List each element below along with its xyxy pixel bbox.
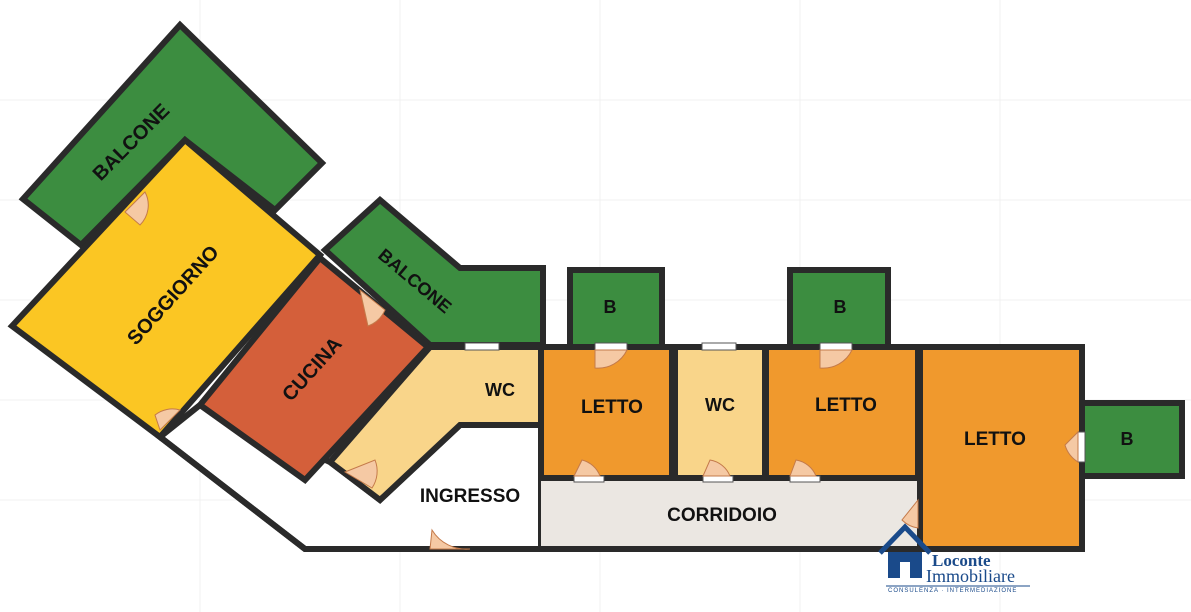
door-swings (124, 191, 1079, 550)
label-corridoio: CORRIDOIO (667, 505, 777, 526)
house-icon (878, 523, 932, 578)
windows (464, 342, 1086, 483)
label-bagno-1: B (604, 297, 617, 317)
room-bagno-3 (1079, 400, 1185, 479)
logo-name-line1: Loconte (932, 551, 991, 570)
room-letto-3 (917, 344, 1085, 552)
label-bagno-3: B (1121, 429, 1134, 449)
room-balcone-top (18, 20, 327, 250)
label-letto-3: LETTO (964, 429, 1026, 450)
label-wc-2: WC (705, 395, 735, 415)
company-logo: Loconte Immobiliare CONSULENZA · INTERME… (878, 523, 1030, 594)
logo-name-line2: Immobiliare (926, 566, 1015, 586)
room-corridoio (541, 478, 918, 549)
label-ingresso: INGRESSO (420, 486, 520, 507)
label-letto-2: LETTO (815, 395, 877, 416)
label-bagno-2: B (834, 297, 847, 317)
logo-tagline: CONSULENZA · INTERMEDIAZIONE (888, 588, 1017, 594)
label-letto-1: LETTO (581, 397, 643, 418)
outer-wall-bottom (158, 434, 920, 552)
room-bagno-2 (787, 267, 891, 350)
label-wc-1: WC (485, 380, 515, 400)
